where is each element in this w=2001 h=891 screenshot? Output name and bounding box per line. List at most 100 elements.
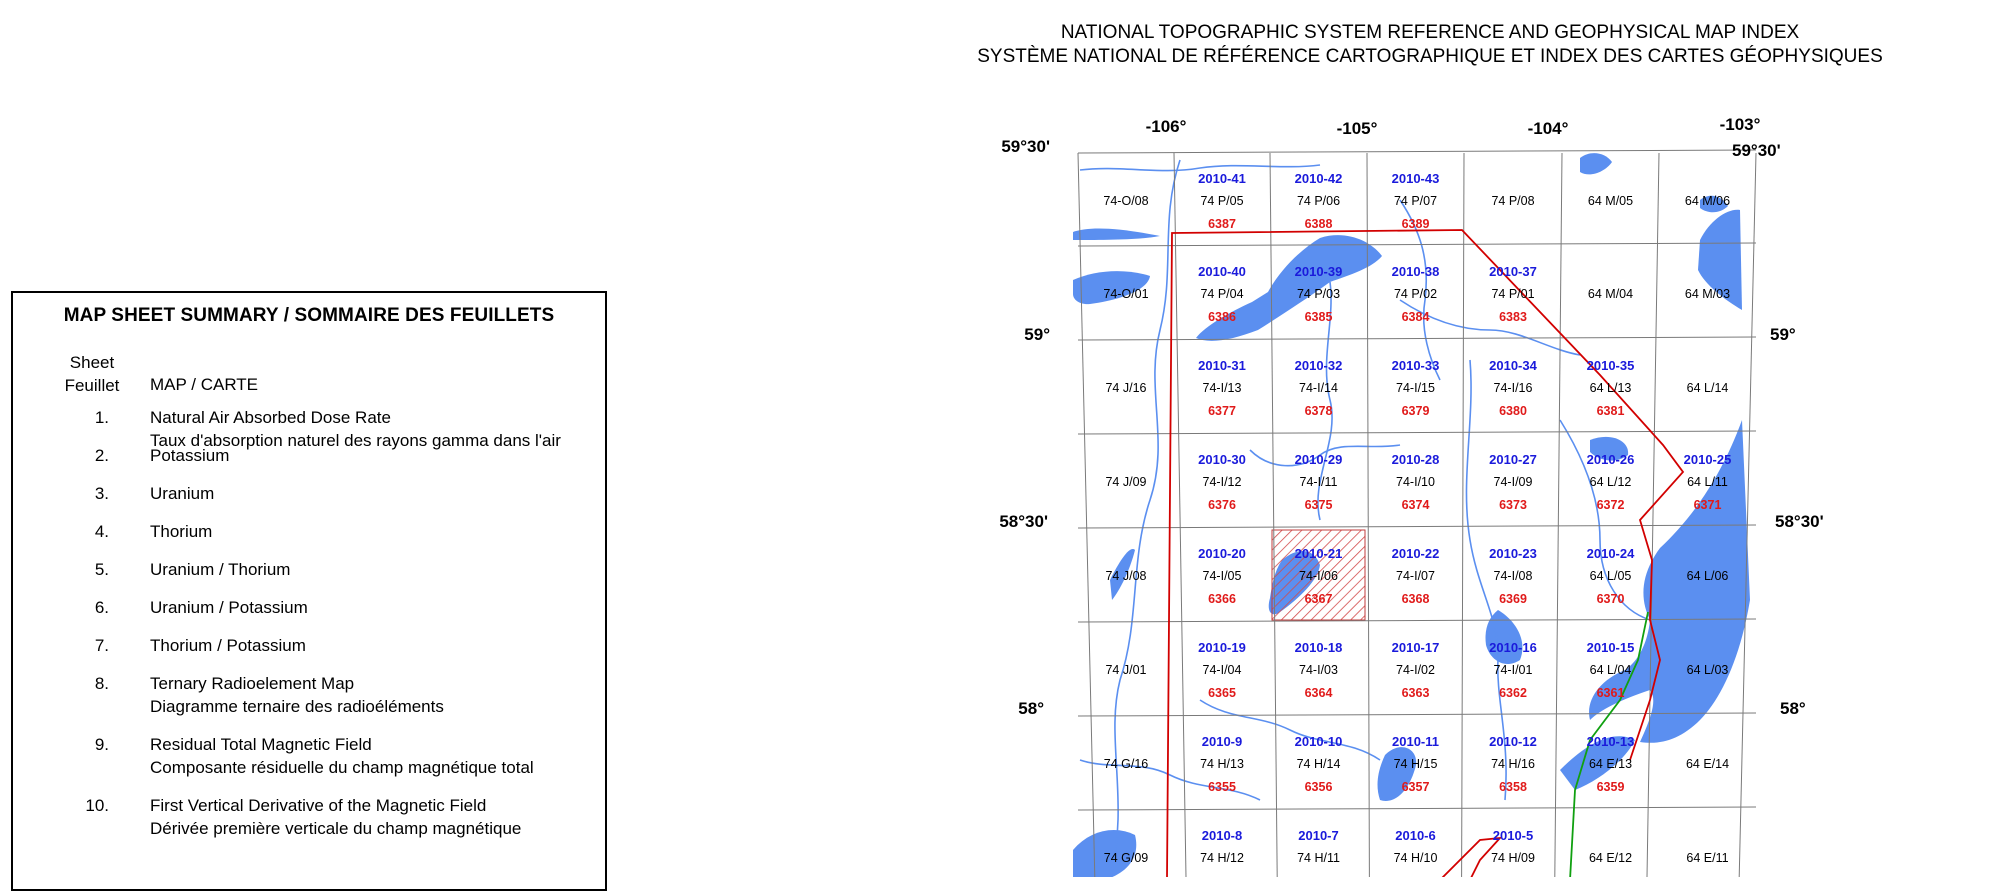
lake-west-2: [1073, 228, 1160, 240]
sheet-id-label[interactable]: 2010-39: [1295, 264, 1343, 279]
sheet-id-label[interactable]: 2010-19: [1198, 640, 1246, 655]
sheet-id-label[interactable]: 2010-41: [1198, 171, 1246, 186]
river-3: [1399, 299, 1581, 356]
sheet-id-label[interactable]: 2010-21: [1295, 546, 1343, 561]
sheet-id-label[interactable]: 2010-38: [1392, 264, 1440, 279]
sheet-id-label[interactable]: 2010-18: [1295, 640, 1343, 655]
nts-sheet-label: 74 P/01: [1491, 287, 1534, 301]
sheet-id-label[interactable]: 2010-42: [1295, 171, 1343, 186]
nts-sheet-label: 74-I/16: [1494, 381, 1533, 395]
map-column-header: MAP / CARTE: [150, 375, 259, 394]
nts-sheet-label: 74-I/11: [1300, 475, 1338, 489]
longitude-label: -103°: [1720, 115, 1761, 134]
sheet-id-label[interactable]: 2010-22: [1392, 546, 1440, 561]
sheet-id-label[interactable]: 2010-13: [1587, 734, 1635, 749]
nts-sheet-label: 64 L/04: [1590, 663, 1632, 677]
nts-sheet-label: 74-I/09: [1494, 475, 1533, 489]
sheet-id-label[interactable]: 2010-30: [1198, 452, 1246, 467]
nts-sheet-label: 74-O/01: [1103, 287, 1148, 301]
sheet-id-label[interactable]: 2010-12: [1489, 734, 1537, 749]
nts-sheet-label: 74-I/02: [1396, 663, 1435, 677]
nts-sheet-label: 74 P/04: [1200, 287, 1243, 301]
sheet-id-label[interactable]: 2010-33: [1392, 358, 1440, 373]
sheet-id-label[interactable]: 2010-8: [1202, 828, 1242, 843]
nts-sheet-label: 64 L/12: [1590, 475, 1632, 489]
summary-row-number: 8.: [94, 674, 109, 693]
summary-row-number: 7.: [94, 636, 109, 655]
sheet-id-label[interactable]: 2010-20: [1198, 546, 1246, 561]
nts-sheet-label: 74-I/06: [1299, 569, 1338, 583]
reference-number-label: 6372: [1597, 498, 1625, 512]
lake-south-center: [1377, 747, 1417, 801]
river-10: [1079, 759, 1261, 801]
sheet-id-label[interactable]: 2010-6: [1395, 828, 1435, 843]
nts-sheet-label: 74 G/16: [1104, 757, 1149, 771]
summary-row-map-en: Natural Air Absorbed Dose Rate: [150, 408, 391, 427]
boundaries: [1166, 229, 1685, 877]
reference-number-label: 6380: [1499, 404, 1527, 418]
sheet-id-label[interactable]: 2010-11: [1392, 734, 1439, 749]
sheet-id-label[interactable]: 2010-37: [1489, 264, 1537, 279]
nts-sheet-label: 74-I/14: [1299, 381, 1338, 395]
summary-row-number: 10.: [85, 796, 109, 815]
summary-row-number: 3.: [94, 484, 109, 503]
sheet-id-label[interactable]: 2010-34: [1489, 358, 1537, 373]
sheet-id-label[interactable]: 2010-28: [1392, 452, 1440, 467]
grid-line-horizontal: [1077, 806, 1757, 811]
nts-sheet-label: 74-I/12: [1203, 475, 1242, 489]
nts-sheet-label: 74-I/13: [1203, 381, 1242, 395]
sheet-id-label[interactable]: 2010-31: [1198, 358, 1246, 373]
nts-sheet-label: 64 E/12: [1589, 851, 1632, 865]
lake-north: [1196, 235, 1382, 341]
summary-row-map-en: Uranium / Potassium: [150, 598, 308, 617]
nts-sheet-label: 74-I/10: [1396, 475, 1435, 489]
sheet-id-label[interactable]: 2010-35: [1587, 358, 1635, 373]
nts-sheet-label: 74 H/11: [1297, 851, 1340, 865]
grid-line-vertical: [1269, 152, 1278, 877]
sheet-id-label[interactable]: 2010-5: [1493, 828, 1533, 843]
river-2: [1317, 281, 1333, 521]
nts-sheet-label: 74 H/13: [1200, 757, 1244, 771]
latitude-label-left: 59°: [1024, 325, 1050, 344]
longitude-label: -106°: [1146, 117, 1187, 136]
sheet-id-label[interactable]: 2010-7: [1298, 828, 1338, 843]
summary-row-number: 6.: [94, 598, 109, 617]
sheet-id-label[interactable]: 2010-10: [1295, 734, 1343, 749]
latitude-label-left: 58°30': [999, 512, 1048, 531]
sheet-id-label[interactable]: 2010-23: [1489, 546, 1537, 561]
nts-sheet-label: 64 M/03: [1685, 287, 1730, 301]
sheet-id-label[interactable]: 2010-43: [1392, 171, 1440, 186]
sheet-id-label[interactable]: 2010-29: [1295, 452, 1343, 467]
survey-boundary-red-south: [1441, 836, 1503, 877]
grid-line-horizontal: [1077, 618, 1757, 623]
summary-row-number: 5.: [94, 560, 109, 579]
reference-number-label: 6376: [1208, 498, 1236, 512]
reference-number-label: 6365: [1208, 686, 1236, 700]
sheet-id-label[interactable]: 2010-40: [1198, 264, 1246, 279]
summary-row-map-fr: Taux d'absorption naturel des rayons gam…: [150, 431, 561, 450]
sheet-id-label[interactable]: 2010-27: [1489, 452, 1537, 467]
nts-sheet-label: 74 J/08: [1105, 569, 1146, 583]
sheet-id-label[interactable]: 2010-17: [1392, 640, 1440, 655]
nts-sheet-label: 74 H/12: [1200, 851, 1244, 865]
latitude-label-right: 58°30': [1775, 512, 1824, 531]
sheet-id-label[interactable]: 2010-16: [1489, 640, 1537, 655]
nts-sheet-label: 74-I/05: [1203, 569, 1242, 583]
grid-line-horizontal: [1077, 242, 1757, 247]
sheet-id-label[interactable]: 2010-32: [1295, 358, 1343, 373]
nts-sheet-label: 64 M/06: [1685, 194, 1730, 208]
sheet-id-label[interactable]: 2010-24: [1587, 546, 1635, 561]
nts-sheet-label: 74-I/15: [1396, 381, 1435, 395]
sheet-id-label[interactable]: 2010-9: [1202, 734, 1242, 749]
coordinate-labels: -106°-105°-104°-103°59°30'59°58°30'58°59…: [999, 115, 1823, 718]
summary-row-map-en: Thorium / Potassium: [150, 636, 306, 655]
province-boundary-green: [1569, 611, 1649, 877]
grid-line-horizontal: [1077, 524, 1757, 529]
sheet-id-label[interactable]: 2010-15: [1587, 640, 1635, 655]
grid-line-vertical: [1173, 152, 1187, 877]
reference-number-label: 6389: [1402, 217, 1430, 231]
nts-sheet-label: 74 H/15: [1394, 757, 1438, 771]
sheet-id-label[interactable]: 2010-26: [1587, 452, 1635, 467]
latitude-label-left: 59°30': [1001, 137, 1050, 156]
sheet-id-label[interactable]: 2010-25: [1684, 452, 1732, 467]
